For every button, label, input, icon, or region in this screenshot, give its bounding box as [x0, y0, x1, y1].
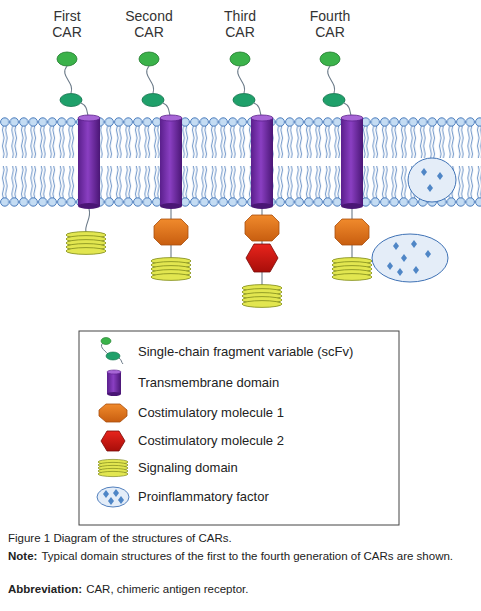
cell-membrane [0, 117, 481, 207]
note-heading: Abbreviation: [8, 583, 82, 595]
transmembrane-cylinder [78, 115, 100, 209]
note-text: Typical domain structures of the first t… [41, 550, 453, 562]
figure-caption: Figure 1 Diagram of the structures of CA… [8, 531, 473, 546]
signaling-domain [66, 232, 106, 255]
costimulatory-molecule-2 [246, 244, 278, 272]
scfv [57, 52, 89, 118]
legend-label: Single-chain fragment variable (scFv) [138, 344, 353, 360]
transmembrane-cylinder [341, 115, 363, 209]
scfv-domains [57, 52, 352, 118]
signaling-domain [242, 285, 282, 308]
generation-label: Second CAR [123, 8, 175, 40]
abbreviation-paragraph: Abbreviation: CAR, chimeric antigen recep… [8, 582, 473, 597]
proinflammatory-factors [372, 158, 456, 282]
scfv [139, 52, 171, 118]
signaling-domains [66, 232, 372, 308]
transmembrane-symbol [107, 370, 121, 396]
costimulatory-2-symbol [101, 431, 125, 451]
scfv-symbol [101, 338, 123, 365]
scfv [230, 52, 262, 118]
scfv [320, 52, 352, 118]
generation-label: First CAR [41, 8, 93, 40]
note-paragraph: Note: Typical domain structures of the fi… [8, 549, 473, 564]
costimulatory-molecule-1 [335, 219, 369, 245]
generation-label: Fourth CAR [304, 8, 356, 40]
costimulatory-molecule-1 [154, 219, 188, 245]
note-text: CAR, chimeric antigen receptor. [86, 583, 248, 595]
costimulatory-1-symbol [99, 404, 127, 422]
note-heading: Note: [8, 550, 37, 562]
legend-label: Costimulatory molecule 1 [138, 405, 284, 421]
legend-label: Costimulatory molecule 2 [138, 433, 284, 449]
signaling-domain [332, 258, 372, 281]
legend-label: Signaling domain [138, 460, 238, 476]
transmembrane-cylinder [160, 115, 182, 209]
proinflammatory-symbol [97, 487, 129, 507]
legend-frame [79, 331, 399, 525]
intracellular-links [86, 209, 352, 285]
signaling-domain [151, 258, 191, 281]
signaling-symbol [98, 459, 128, 476]
legend-symbols [97, 338, 129, 508]
legend-label: Transmembrane domain [138, 375, 279, 391]
transmembrane-domains [78, 115, 363, 209]
generation-label: Third CAR [214, 8, 266, 40]
costimulatory-molecule-1 [245, 215, 279, 241]
legend-label: Proinflammatory factor [138, 489, 269, 505]
transmembrane-cylinder [251, 115, 273, 209]
